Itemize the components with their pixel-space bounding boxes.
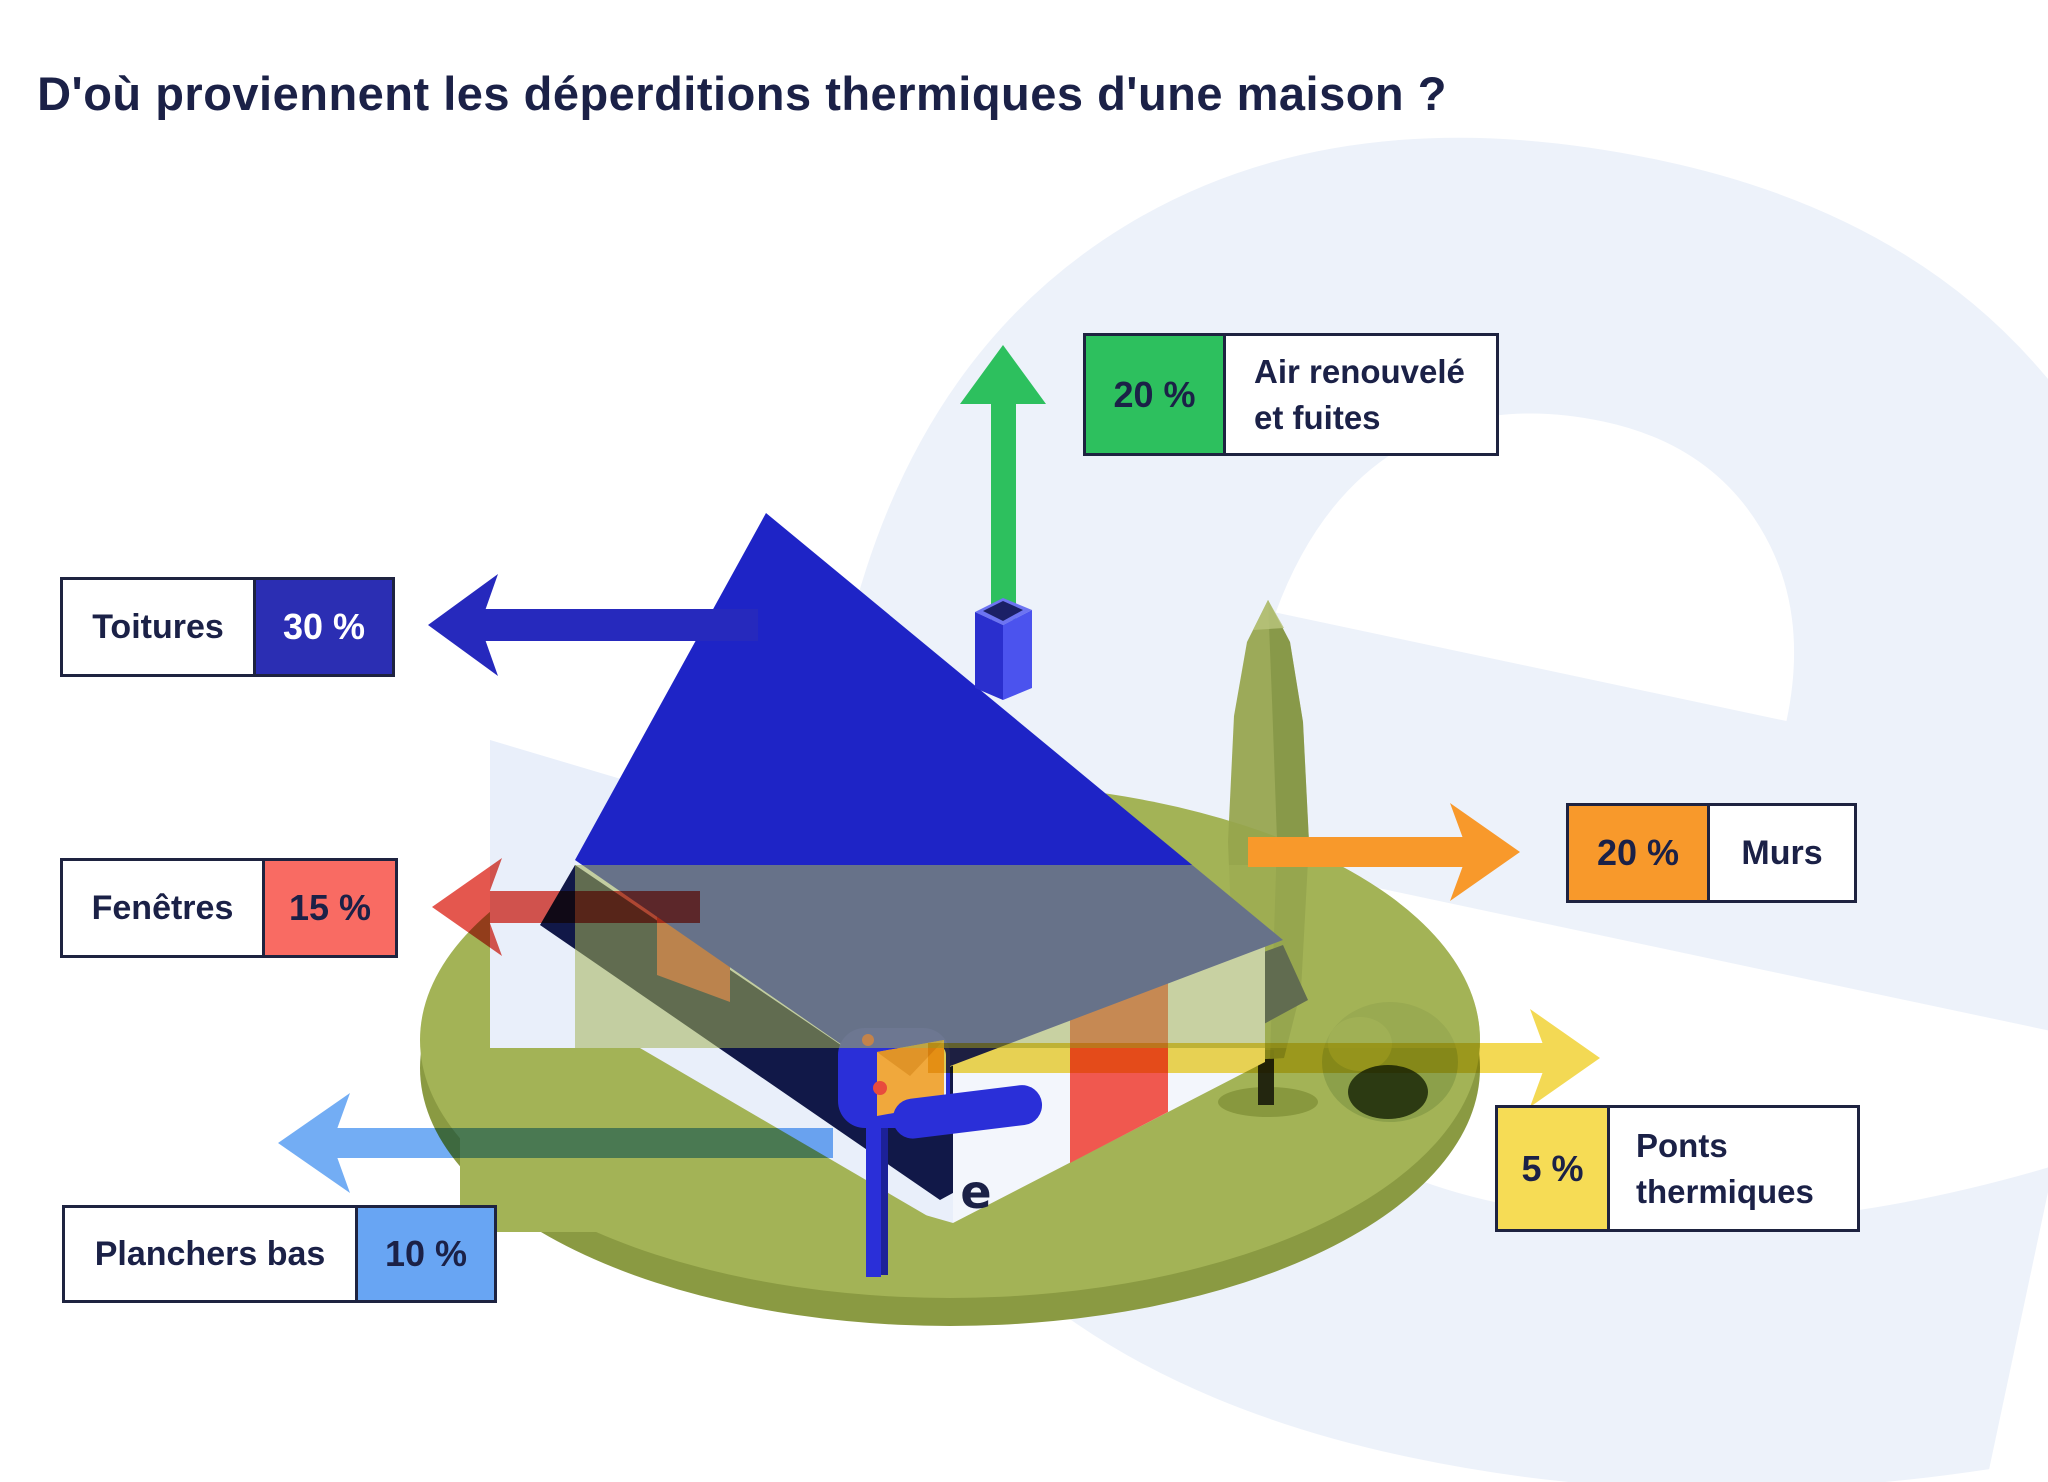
badge-toitures: Toitures 30 %: [60, 577, 395, 677]
badge-murs-value: 20 %: [1569, 806, 1710, 900]
arrow-fenetres-left: [432, 858, 700, 956]
arrow-air-up: [960, 345, 1046, 620]
badge-fenetres: Fenêtres 15 %: [60, 858, 398, 958]
chimney: [975, 598, 1032, 700]
page-title: D'où proviennent les déperditions thermi…: [37, 67, 1447, 120]
badge-ponts-thermiques: 5 % Ponts thermiques: [1495, 1105, 1860, 1232]
badge-air-label: Air renouvelé et fuites: [1254, 352, 1465, 436]
badge-murs-label: Murs: [1741, 833, 1823, 872]
badge-air-value: 20 %: [1086, 336, 1226, 453]
badge-murs: 20 % Murs: [1566, 803, 1857, 903]
arrow-planchers-left: [278, 1093, 833, 1193]
house-logo-letter: e: [960, 1165, 991, 1219]
badge-fenetres-value: 15 %: [265, 861, 395, 955]
arrow-toitures-left: [428, 574, 758, 676]
arrow-ponts-right: [928, 1009, 1600, 1107]
badge-toitures-label: Toitures: [63, 580, 256, 674]
mailbox: [838, 1028, 1043, 1277]
badge-ponts-value: 5 %: [1498, 1108, 1610, 1229]
arrow-murs-right: [1248, 803, 1520, 901]
badge-planchers-label: Planchers bas: [65, 1208, 358, 1300]
badge-toitures-value: 30 %: [256, 580, 392, 674]
badge-fenetres-label: Fenêtres: [63, 861, 265, 955]
badge-ponts-label: Ponts thermiques: [1636, 1126, 1814, 1210]
badge-planchers-value: 10 %: [358, 1208, 494, 1300]
badge-planchers-bas: Planchers bas 10 %: [62, 1205, 497, 1303]
grass-overlay-band: [575, 865, 1480, 1048]
badge-air-renouvele: 20 % Air renouvelé et fuites: [1083, 333, 1499, 456]
